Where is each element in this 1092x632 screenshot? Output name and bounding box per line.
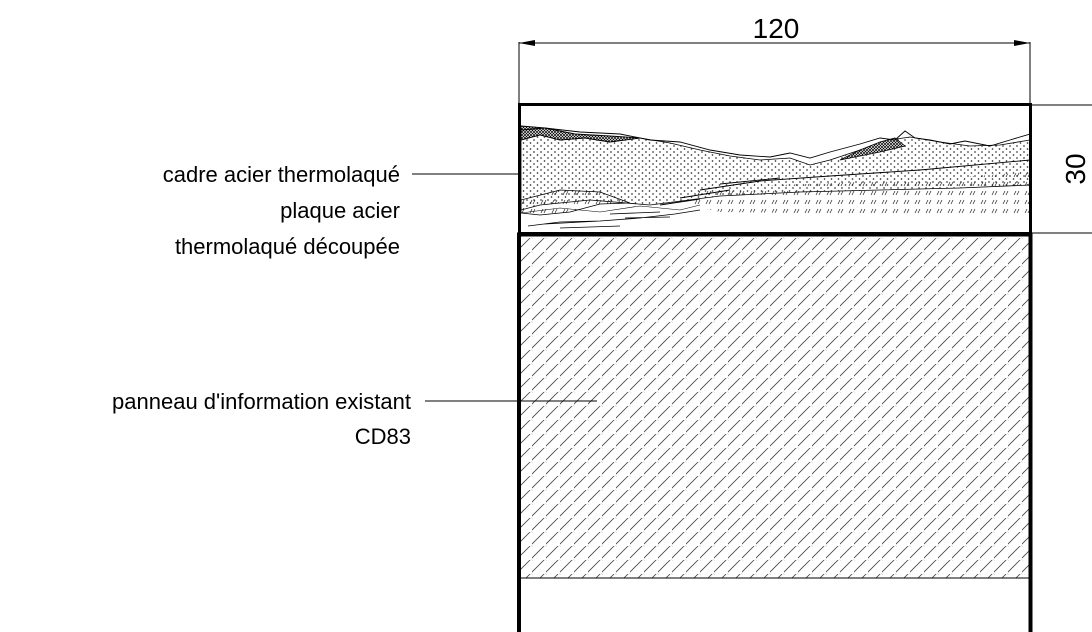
panel-outline [517,232,1033,632]
frame-callout: cadre acier thermolaqué plaque acier the… [163,162,521,259]
mountain-dark-right [839,137,906,161]
frame-callout-line1: cadre acier thermolaqué [163,162,400,187]
mountain-ridge [521,127,1030,159]
panel-hatched-area [521,236,1030,578]
steel-frame-plate [518,103,1032,235]
existing-info-panel [517,232,1033,632]
frame-callout-line2: plaque acier [280,198,400,223]
shore-lines [527,209,701,229]
mountain-dark-left [521,125,641,143]
width-dimension-label: 120 [753,13,800,44]
landscape-left-hill [521,189,631,216]
height-dimension: 30 [1030,104,1092,234]
height-dimension-label: 30 [1060,153,1091,184]
panel-callout-line1: panneau d'information existant [112,389,411,414]
road-lines [659,159,1030,206]
water-line [521,204,701,214]
width-dimension: 120 [518,13,1031,104]
panel-callout-line2: CD83 [355,424,411,449]
landscape-ticks-fill [690,172,1030,215]
panel-callout: panneau d'information existant CD83 [112,389,597,449]
frame-callout-line3: thermolaqué découpée [175,234,400,259]
